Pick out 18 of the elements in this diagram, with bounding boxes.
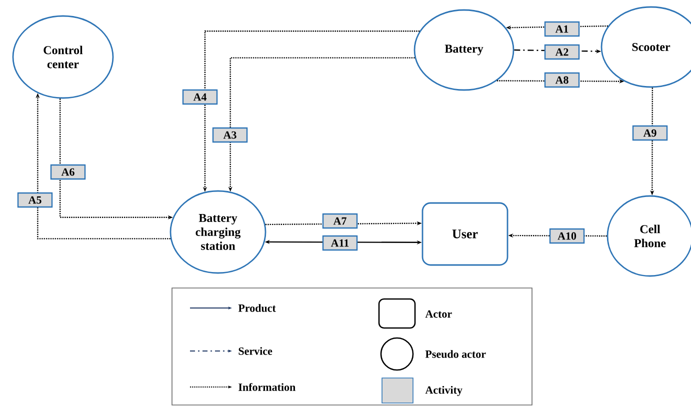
edge-label: A3 <box>212 127 248 143</box>
edge-label: A7 <box>322 213 358 229</box>
edge-label: A9 <box>632 125 668 141</box>
legend-label: Pseudo actor <box>425 350 486 358</box>
edge-label: A10 <box>549 228 585 244</box>
edge-label: A4 <box>182 89 218 105</box>
edge-label: A11 <box>322 235 358 251</box>
legend-label: Service <box>238 347 272 355</box>
legend-label: Information <box>238 383 296 391</box>
edge-label: A5 <box>17 192 53 208</box>
edge-label: A2 <box>544 44 580 60</box>
edge-label: A1 <box>544 21 580 37</box>
actor-box: User <box>422 202 508 266</box>
edge-label: A6 <box>50 164 86 180</box>
edge-label: A8 <box>544 72 580 88</box>
legend-label: Product <box>238 304 276 312</box>
legend-label: Actor <box>425 310 452 318</box>
legend-label: Activity <box>425 386 462 396</box>
